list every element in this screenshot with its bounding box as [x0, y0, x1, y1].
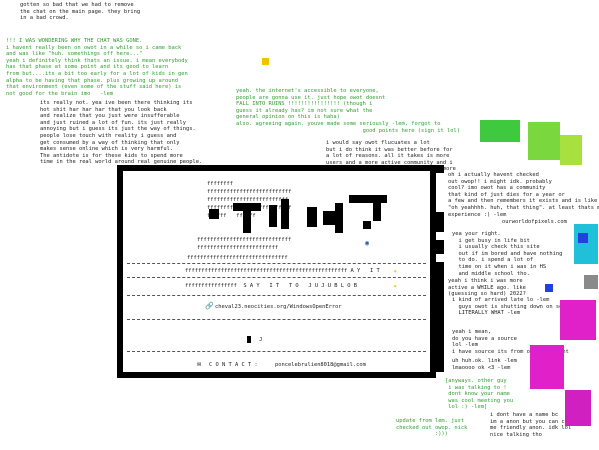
comment-arrived: i kind of arrived late lo -lem guys owot…: [452, 297, 569, 317]
f-row: fffffffffffffffffffffffff: [197, 245, 279, 251]
comment-anyways: [anyways. other guy i was talking to ! d…: [445, 378, 514, 411]
mail-icon: ✉: [197, 360, 202, 368]
comment-noname: i dont have a name bc im a anon but you …: [490, 412, 574, 438]
link-icon: 🔗: [205, 302, 214, 310]
say-it-line: ffffffffffffffff S A Y I T T O J U J U B…: [185, 283, 358, 289]
globe-icon: ◉: [365, 239, 370, 247]
neocities-box: ffffffff ffffffffffffffffffffffffff ffff…: [117, 165, 436, 378]
contact-email[interactable]: poncelebrulien8018@gmail.com: [275, 362, 366, 368]
j-mark: J: [259, 337, 263, 343]
comment-think-more: yeah i think i was more active a WHILE a…: [448, 278, 526, 298]
comment-wondering: !!! I WAS WONDERING WHY THE CHAT WAS GON…: [6, 38, 188, 97]
star-icon: ✦: [393, 267, 398, 275]
contact-label: C O N T A C T :: [209, 362, 258, 368]
comment-update: update from lem. just checked out owop. …: [396, 418, 468, 438]
comment-community: oh i actually havent checked out owop!! …: [448, 172, 599, 218]
comment-really-not: its really not. yea ive been there think…: [40, 100, 203, 166]
f-row: fffffffffffffffffffffffff: [207, 197, 289, 203]
f-row: fffffffffffffffffffffffffffffff: [187, 255, 288, 261]
comment-internet: yeah. the internet's accessible to every…: [236, 88, 460, 134]
comment-huh: uh huh.ok. link -lem lmaoooo ok <3 -lem: [452, 358, 517, 371]
comment-yea-right: yea your right. i get busy in life bit i…: [452, 231, 563, 277]
link-ourworldofpixels[interactable]: ourworldofpixels.com: [502, 219, 567, 225]
comment-intro: gotten so bad that we had to remove the …: [20, 2, 141, 22]
f-row: fffffffffffffffffffffffffffff: [197, 237, 292, 243]
error-link[interactable]: cheval23.neocities.org/WindowsOpenError: [215, 304, 342, 310]
star-icon: ✦: [393, 282, 398, 290]
f-row: ffffffff: [207, 181, 233, 187]
f-row: ffffffffffffffffffffffffff: [207, 189, 292, 195]
ay-it-line: ffffffffffffffffffffffffffffffffffffffff…: [185, 268, 380, 274]
